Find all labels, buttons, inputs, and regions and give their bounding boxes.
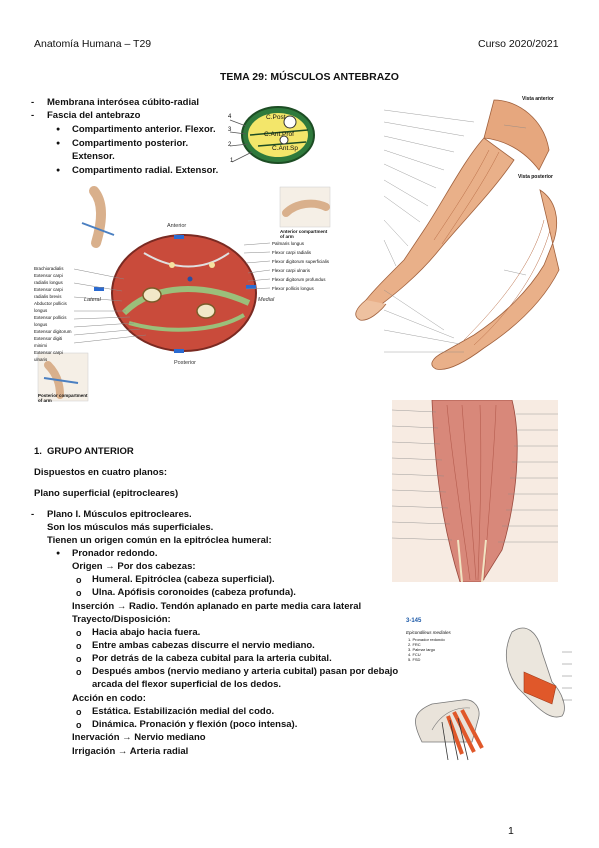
cs-inset-anterior: Anterior compartment of arm — [280, 229, 328, 239]
intro-subitem-3: Compartimento radial. Extensor. — [56, 165, 218, 177]
cross-section-figure: Anterior Posterior Lateral Medial Anteri… — [34, 183, 334, 409]
insercion-line: Inserción → Radio. Tendón aplanado en pa… — [72, 601, 362, 612]
inervacion-line: Inervación → Nervio mediano — [72, 732, 206, 743]
plano1-line1: Son los músculos más superficiales. — [47, 522, 214, 533]
section-line2: Plano superficial (epitrocleares) — [34, 488, 179, 499]
elbow-code: 3-145 — [406, 618, 422, 624]
cs-right-label: Flexor carpi ulnaris — [272, 268, 311, 273]
trayecto-item-2: Entre ambas cabezas discurre el nervio m… — [76, 640, 315, 652]
cs-left-label: Extensor pollicis longus — [34, 315, 67, 327]
trayecto-item-1: Hacia abajo hacia fuera. — [76, 627, 200, 639]
plano1-line2: Tienen un origen común en la epitróclea … — [47, 535, 272, 546]
forearm-anterior-figure — [392, 400, 558, 582]
cs-left-label: Extensor carpi radialis longus — [34, 273, 63, 285]
plano1-title: Plano I. Músculos epitrocleares. — [31, 509, 192, 521]
irrigacion-line: Irrigación → Arteria radial — [72, 746, 189, 757]
elbow-epicondylar-figure: 3-145 Epicondileus mediales 1. Pronador … — [402, 612, 572, 762]
cs-right-label: Flexor carpi radialis — [272, 250, 312, 255]
header-left: Anatomía Humana – T29 — [34, 38, 152, 50]
intro-item-1: Membrana interósea cúbito-radial — [31, 97, 199, 109]
arm-view-posterior: Vista posterior — [518, 174, 553, 180]
ring-num-2: 3 — [228, 127, 232, 133]
arm-view-anterior: Vista anterior — [522, 96, 554, 102]
elbow-caption-item: 2. FRC — [408, 642, 421, 647]
cs-left-label: Extensor carpi ulnaris — [34, 350, 63, 362]
elbow-caption-list: 1. Pronador redondo 2. FRC 3. Palmar lar… — [408, 637, 445, 662]
header-right: Curso 2020/2021 — [478, 38, 559, 50]
intro-item-2: Fascia del antebrazo — [31, 110, 141, 122]
trayecto-item-4b: arcada del flexor superficial de los ded… — [92, 679, 282, 690]
cs-inset-posterior: Posterior compartment of arm — [38, 393, 88, 403]
trayecto-line: Trayecto/Disposición: — [72, 614, 171, 625]
intro-subitem-1: Compartimento anterior. Flexor. — [56, 124, 216, 136]
ring-num-3: 2 — [228, 142, 232, 148]
elbow-caption-item: 4. FCU — [408, 652, 421, 657]
section-heading: GRUPO ANTERIOR — [47, 446, 134, 457]
cs-lateral: Lateral — [84, 297, 101, 303]
ring-label-ant-prof: C.Ant.Prof — [264, 131, 294, 138]
elbow-caption-item: 3. Palmar largo — [408, 647, 436, 652]
pronador-item: Pronador redondo. — [56, 548, 157, 560]
intro-subitem-2b: Extensor. — [72, 151, 115, 162]
trayecto-item-3: Por detrás de la cabeza cubital para la … — [76, 653, 332, 665]
ring-num-1: 4 — [228, 114, 232, 120]
origen-item-1: Humeral. Epitróclea (cabeza superficial)… — [76, 574, 275, 586]
accion-item-2: Dinámica. Pronación y flexión (poco inte… — [76, 719, 297, 731]
ring-label-post: C.Post — [266, 114, 286, 121]
cs-right-label: Flexor pollicis longus — [272, 286, 314, 291]
cs-medial: Medial — [258, 297, 275, 303]
ring-num-4: 1 — [230, 158, 234, 164]
elbow-caption-item: 1. Pronador redondo — [408, 637, 445, 642]
cs-left-label: Extensor digiti minimi — [34, 336, 63, 348]
arm-muscles-figure: Vista anterior Vista posterior — [344, 90, 564, 395]
cs-right-label: Palmaris longus — [272, 241, 305, 246]
accion-item-1: Estática. Estabilización medial del codo… — [76, 706, 274, 718]
section-line1: Dispuestos en cuatro planos: — [34, 467, 168, 478]
intro-subitem-2: Compartimento posterior. — [56, 138, 188, 150]
page-number: 1 — [508, 825, 514, 837]
cs-left-label: Abductor pollicis longus — [34, 301, 67, 313]
accion-line: Acción en codo: — [72, 693, 146, 704]
cs-right-label: Flexor digitorum superficialis — [272, 259, 330, 264]
cs-posterior: Posterior — [174, 360, 197, 366]
ring-label-ant-sp: C.Ant.Sp — [272, 145, 299, 152]
cs-left-label: Extensor carpi radialis brevis — [34, 287, 63, 299]
fascia-ring-diagram: C.Post C.Ant.Prof C.Ant.Sp 4 3 2 1 — [228, 100, 318, 170]
section-number: 1. — [34, 446, 42, 457]
trayecto-item-4: Después ambos (nervio mediano y arteria … — [76, 666, 398, 678]
cs-left-label: Brachioradialis — [34, 266, 64, 271]
cs-right-label: Flexor digitorum profundus — [272, 277, 326, 282]
page-title: TEMA 29: MÚSCULOS ANTEBRAZO — [220, 71, 399, 83]
origen-line: Origen → Por dos cabezas: — [72, 561, 196, 572]
cs-right-labels: Palmaris longus Flexor carpi radialis Fl… — [272, 239, 332, 293]
elbow-caption-title: Epicondileus mediales — [406, 630, 451, 635]
cs-left-labels: Brachioradialis Extensor carpi radialis … — [34, 265, 76, 363]
origen-item-2: Ulna. Apófisis coronoides (cabeza profun… — [76, 587, 296, 599]
cs-left-label: Extensor digitorum — [34, 329, 72, 334]
cs-anterior: Anterior — [167, 223, 187, 229]
elbow-caption-item: 5. FSD — [408, 657, 421, 662]
